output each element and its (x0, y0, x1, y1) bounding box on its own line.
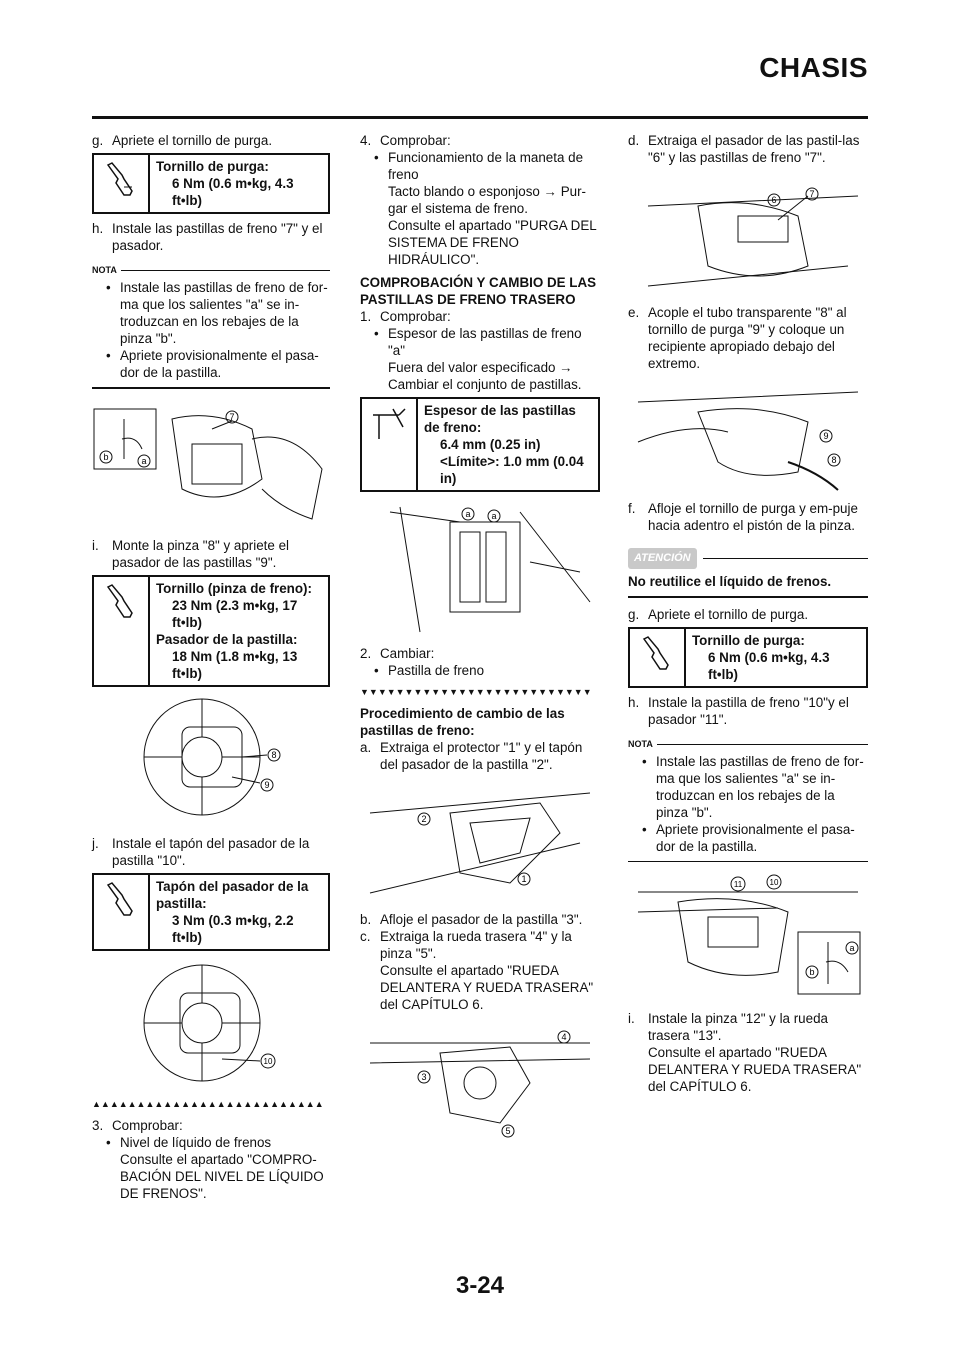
callout-1: 1 (521, 874, 526, 884)
column-left: g.Apriete el tornillo de purga. Tornillo… (92, 132, 330, 1202)
figure-rear-protector: 2 1 (360, 783, 600, 903)
figure-front-pin-plug: 10 (92, 961, 330, 1091)
procedure-start-marker: ▼▼▼▼▼▼▼▼▼▼▼▼▼▼▼▼▼▼▼▼▼▼▼▼▼▼ (360, 687, 592, 697)
result-text: Fuera del valor especificado → Cambiar e… (388, 360, 582, 392)
page-number: 3-24 (455, 1272, 505, 1299)
caliper-gauge-icon (362, 399, 418, 490)
step-4: 4.Comprobar: (360, 133, 451, 148)
caution-end-rule (628, 596, 868, 598)
reference-text: Consulte el apartado "RUEDA DELANTERA Y … (380, 963, 594, 1012)
result-text: Tacto blando o esponjoso → Pur-gar el si… (388, 184, 587, 216)
nota-header: NOTA (92, 262, 330, 279)
figure-front-caliper-pads: 7 b a (92, 399, 330, 529)
step-a: a.Extraiga el protector "1" y el tapón d… (360, 740, 583, 772)
step-i: i.Monte la pinza "8" y apriete el pasado… (92, 537, 289, 570)
step-i: i.Instale la pinza "12" y la rueda trase… (628, 1011, 828, 1043)
figure-rear-pad-removal: 6 7 (628, 176, 868, 296)
callout-2: 2 (421, 814, 426, 824)
torque-wrench-icon (94, 874, 150, 949)
header-rule (92, 116, 868, 119)
callout-5: 5 (505, 1126, 510, 1136)
callout-7: 7 (809, 189, 814, 199)
section-title: CHASIS (759, 52, 868, 83)
bullet: Pastilla de freno (360, 662, 600, 679)
callout-7: 7 (229, 412, 234, 422)
callout-9: 9 (823, 431, 828, 441)
bullet: Funcionamiento de la maneta de freno (360, 149, 600, 183)
step-e: e.Acople el tubo transparente "8" al tor… (628, 305, 847, 371)
step-c: c.Extraiga la rueda trasera "4" y la pin… (360, 929, 572, 961)
callout-8: 8 (831, 455, 836, 465)
callout-a: a (849, 943, 854, 953)
callout-3: 3 (421, 1072, 426, 1082)
callout-a: a (465, 509, 470, 519)
callout-6: 6 (771, 195, 776, 205)
bullet: Nivel de líquido de frenos (92, 1134, 330, 1151)
nota-item: Apriete provisionalmente el pasa-dor de … (92, 347, 330, 381)
torque-wrench-icon (94, 576, 150, 685)
step-b: b.Afloje el pasador de la pastilla "3". (360, 912, 583, 927)
callout-9: 9 (264, 780, 269, 790)
section-heading: COMPROBACIÓN Y CAMBIO DE LAS PASTILLAS D… (360, 275, 597, 307)
caution-badge: ATENCIÓN (628, 548, 697, 569)
step-1: 1.Comprobar: (360, 309, 451, 324)
callout-a: a (141, 456, 146, 466)
callout-8: 8 (271, 750, 276, 760)
step-g: g.Apriete el tornillo de purga. (628, 606, 809, 622)
figure-front-caliper-mount: 8 9 (92, 697, 330, 827)
nota-header: NOTA (628, 736, 868, 753)
figure-rear-pad-thickness: a a (360, 502, 600, 637)
procedure-end-marker: ▲▲▲▲▲▲▲▲▲▲▲▲▲▲▲▲▲▲▲▲▲▲▲▲▲▲ (92, 1098, 324, 1109)
callout-a: a (491, 511, 496, 521)
step-d: d.Extraiga el pasador de las pastil-las … (628, 133, 860, 165)
reference-text: Consulte el apartado "PURGA DEL SISTEMA … (388, 218, 597, 267)
step-g: g.Apriete el tornillo de purga. (92, 133, 273, 148)
callout-11: 11 (734, 880, 743, 889)
step-3: 3.Comprobar: (92, 1117, 183, 1133)
figure-rear-pad-install: 11 10 b a (628, 872, 868, 1002)
callout-b: b (809, 967, 814, 977)
procedure-heading: Procedimiento de cambio de las pastillas… (360, 706, 565, 738)
nota-item: Instale las pastillas de freno de for-ma… (628, 753, 868, 821)
step-h: h.Instale la pastilla de freno "10"y el … (628, 694, 849, 727)
caution-text: No reutilice el líquido de frenos. (628, 574, 832, 589)
step-h: h.Instale las pastillas de freno "7" y e… (92, 221, 323, 253)
callout-b: b (103, 452, 108, 462)
step-f: f.Afloje el tornillo de purga y em-puje … (628, 501, 858, 533)
reference-text: Consulte el apartado "COMPRO-BACIÓN DEL … (120, 1151, 324, 1201)
nota-end-rule (628, 860, 868, 862)
step-2: 2.Cambiar: (360, 646, 435, 661)
figure-rear-caliper-removal: 3 4 5 (360, 1023, 600, 1143)
callout-4: 4 (561, 1032, 566, 1042)
torque-wrench-icon (630, 628, 686, 686)
column-middle: 4.Comprobar: Funcionamiento de la maneta… (360, 132, 600, 1151)
nota-end-rule (92, 387, 330, 389)
column-right: d.Extraiga el pasador de las pastil-las … (628, 132, 868, 1095)
spec-box-caliper: Tornillo (pinza de freno):23 Nm (2.3 m•k… (92, 574, 330, 687)
figure-bleed-tube: 9 8 (628, 382, 868, 492)
step-j: j.Instale el tapón del pasador de la pas… (92, 835, 310, 868)
bullet: Espesor de las pastillas de freno "a" (360, 325, 600, 359)
torque-wrench-icon (94, 155, 150, 212)
callout-10: 10 (770, 878, 779, 887)
callout-10: 10 (264, 1057, 273, 1066)
nota-item: Apriete provisionalmente el pasa-dor de … (628, 821, 868, 855)
reference-text: Consulte el apartado "RUEDA DELANTERA Y … (648, 1045, 862, 1094)
nota-item: Instale las pastillas de freno de for-ma… (92, 279, 330, 347)
caution-header: ATENCIÓN (628, 548, 868, 569)
